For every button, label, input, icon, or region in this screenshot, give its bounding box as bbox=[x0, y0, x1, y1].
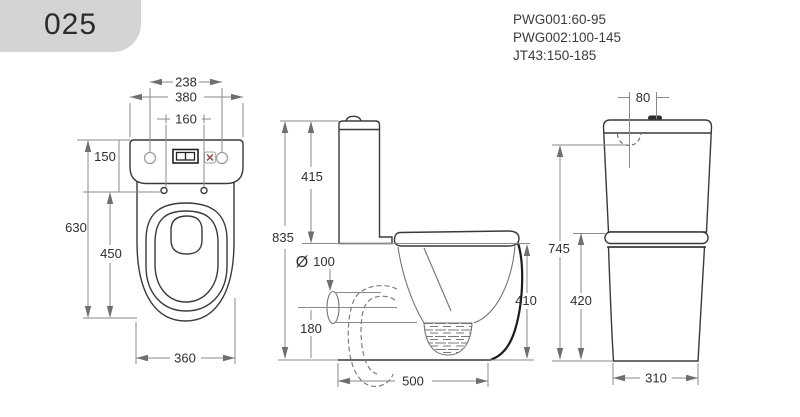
dim-base-width: 310 bbox=[645, 371, 667, 386]
rear-view-drawing bbox=[602, 115, 713, 362]
seat-band-rear bbox=[604, 231, 709, 245]
product-codes-block: PWG001:60-95 PWG002:100-145 JT43:150-185 bbox=[513, 11, 621, 65]
dim-hinge-span: 160 bbox=[175, 112, 197, 127]
side-view-dimensions: 835 415 Ø 100 180 410 500 bbox=[272, 120, 537, 389]
tank-hole-right bbox=[215, 151, 229, 165]
dim-inlet-offset: 80 bbox=[636, 90, 650, 105]
model-number: 025 bbox=[43, 8, 98, 41]
tank-hole-left bbox=[143, 151, 157, 165]
water-pool bbox=[423, 322, 473, 356]
cistern-rear-outline bbox=[602, 119, 713, 233]
dim-seat-depth: 450 bbox=[100, 246, 122, 261]
dim-overall-depth-side: 500 bbox=[402, 374, 424, 389]
dim-overall-depth: 630 bbox=[65, 220, 87, 235]
bowl-left-curve bbox=[397, 246, 425, 324]
dim-rim-height: 410 bbox=[515, 293, 537, 308]
flush-water-outline bbox=[170, 215, 203, 255]
dim-tank-width: 380 bbox=[175, 90, 197, 105]
dim-tank-depth: 150 bbox=[94, 149, 116, 164]
dim-outlet-center-height: 180 bbox=[300, 321, 322, 336]
model-number-badge: 025 bbox=[0, 0, 141, 52]
product-code: PWG002:100-145 bbox=[513, 30, 622, 45]
rear-view-dimensions: 80 745 420 310 bbox=[548, 90, 699, 386]
dim-buttons-span: 238 bbox=[175, 75, 197, 90]
dim-overall-height: 835 bbox=[272, 230, 294, 245]
seat-side-outline bbox=[393, 230, 520, 247]
bowl-right-inner-curve bbox=[473, 245, 516, 324]
seat-outer-ring bbox=[145, 202, 228, 312]
dim-outlet-diameter: 100 bbox=[313, 254, 335, 269]
inlet-button bbox=[648, 115, 662, 121]
diameter-symbol: Ø bbox=[296, 254, 308, 271]
product-code: PWG001:60-95 bbox=[513, 12, 607, 27]
seat-hinge-hole-left bbox=[160, 186, 168, 195]
cistern-side-outline bbox=[338, 120, 393, 245]
product-code: JT43:150-185 bbox=[513, 48, 597, 63]
side-view-drawing bbox=[326, 115, 524, 387]
fixing-screw-cross-icon bbox=[206, 153, 214, 162]
seat-hinge-hole-right bbox=[200, 186, 208, 195]
pedestal-rear-outline bbox=[607, 246, 706, 362]
trapway-outline bbox=[347, 285, 398, 387]
outlet-pipe-lines bbox=[336, 292, 417, 323]
bowl-front-outline bbox=[490, 242, 524, 361]
top-view-drawing bbox=[129, 139, 244, 322]
dim-bowl-width: 360 bbox=[174, 351, 196, 366]
dim-inlet-height: 745 bbox=[548, 241, 570, 256]
dim-tank-top-height: 415 bbox=[301, 169, 323, 184]
flush-button-side bbox=[345, 115, 362, 122]
top-view-dimensions: 238 380 160 150 630 450 bbox=[65, 75, 244, 366]
dim-rim-height-rear: 420 bbox=[570, 293, 592, 308]
bowl-funnel-line bbox=[423, 247, 452, 312]
seat-inner-ring bbox=[154, 210, 219, 303]
